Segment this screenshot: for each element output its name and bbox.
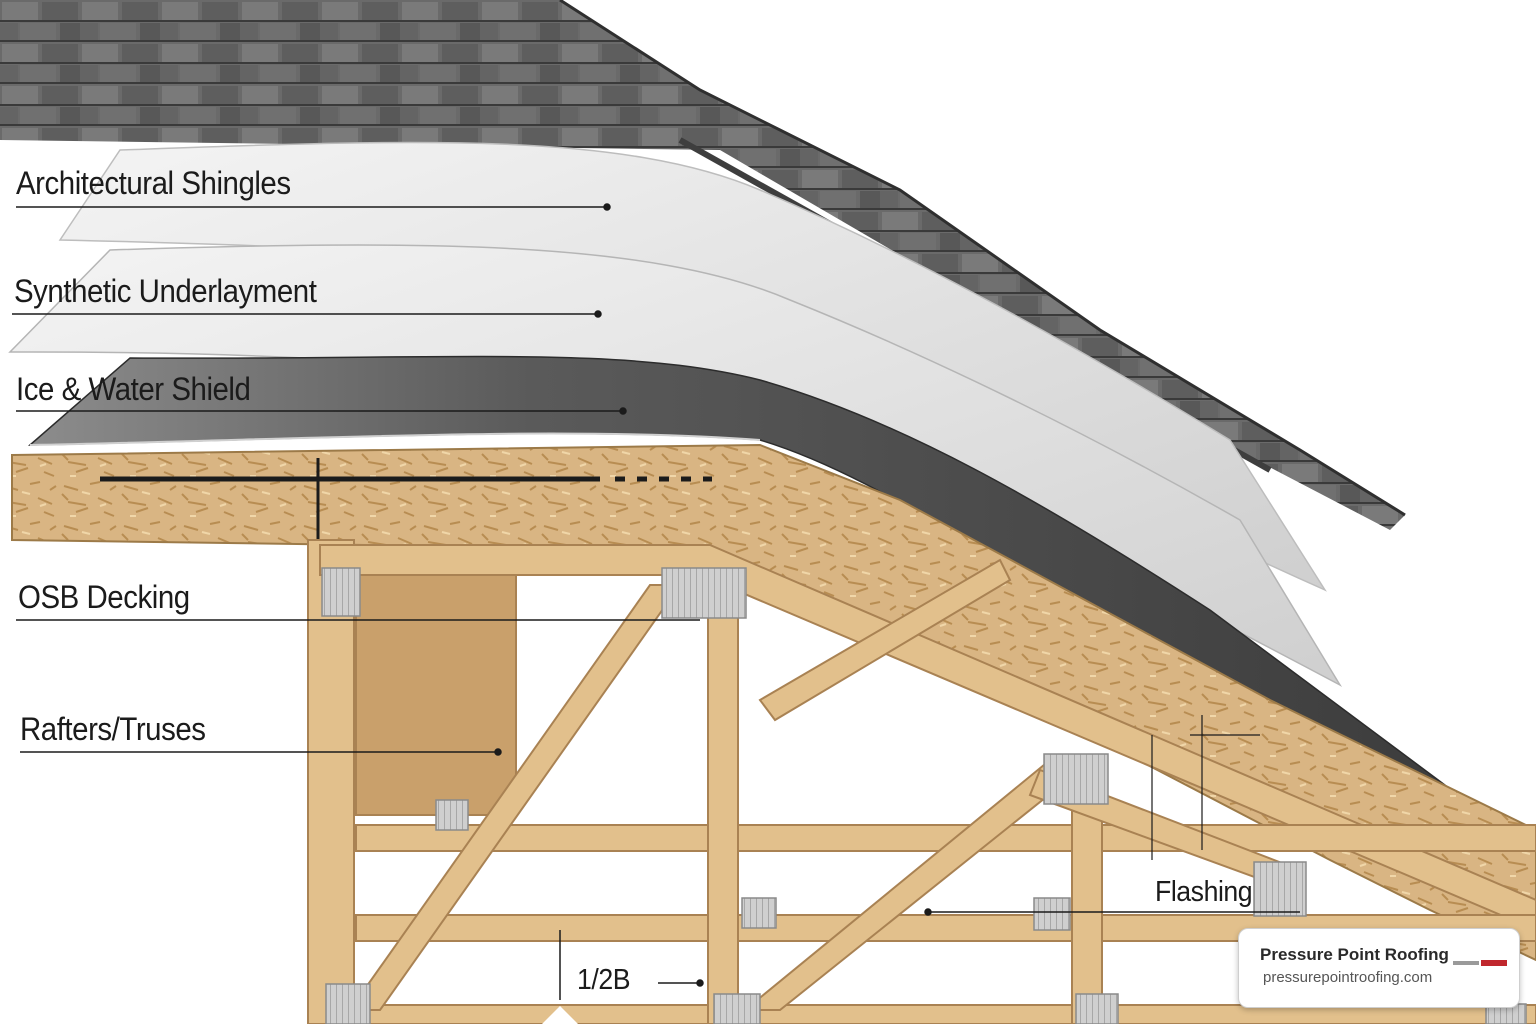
leader-lines — [12, 203, 1300, 1024]
brand-logo-icon — [1453, 960, 1507, 966]
gusset-plates — [321, 567, 1527, 1024]
label-dimension-half-b: 1/2B — [577, 964, 631, 996]
brand-url: pressurepointroofing.com — [1263, 969, 1433, 986]
label-rafters-truses: Rafters/Truses — [20, 711, 206, 747]
top-chord — [319, 544, 1536, 932]
vertical-web — [707, 579, 739, 1024]
label-osb-decking: OSB Decking — [18, 579, 190, 615]
label-architectural-shingles: Architectural Shingles — [16, 165, 291, 201]
diagonal-web-right — [742, 758, 1083, 1011]
brand-name: Pressure Point Roofing — [1260, 945, 1449, 964]
label-flashing: Flashing — [1155, 876, 1253, 908]
brand-card: Pressure Point Roofing pressurepointroof… — [1238, 928, 1520, 1008]
label-synthetic-underlayment: Synthetic Underlayment — [14, 273, 317, 309]
label-ice-water-shield: Ice & Water Shield — [16, 371, 251, 407]
